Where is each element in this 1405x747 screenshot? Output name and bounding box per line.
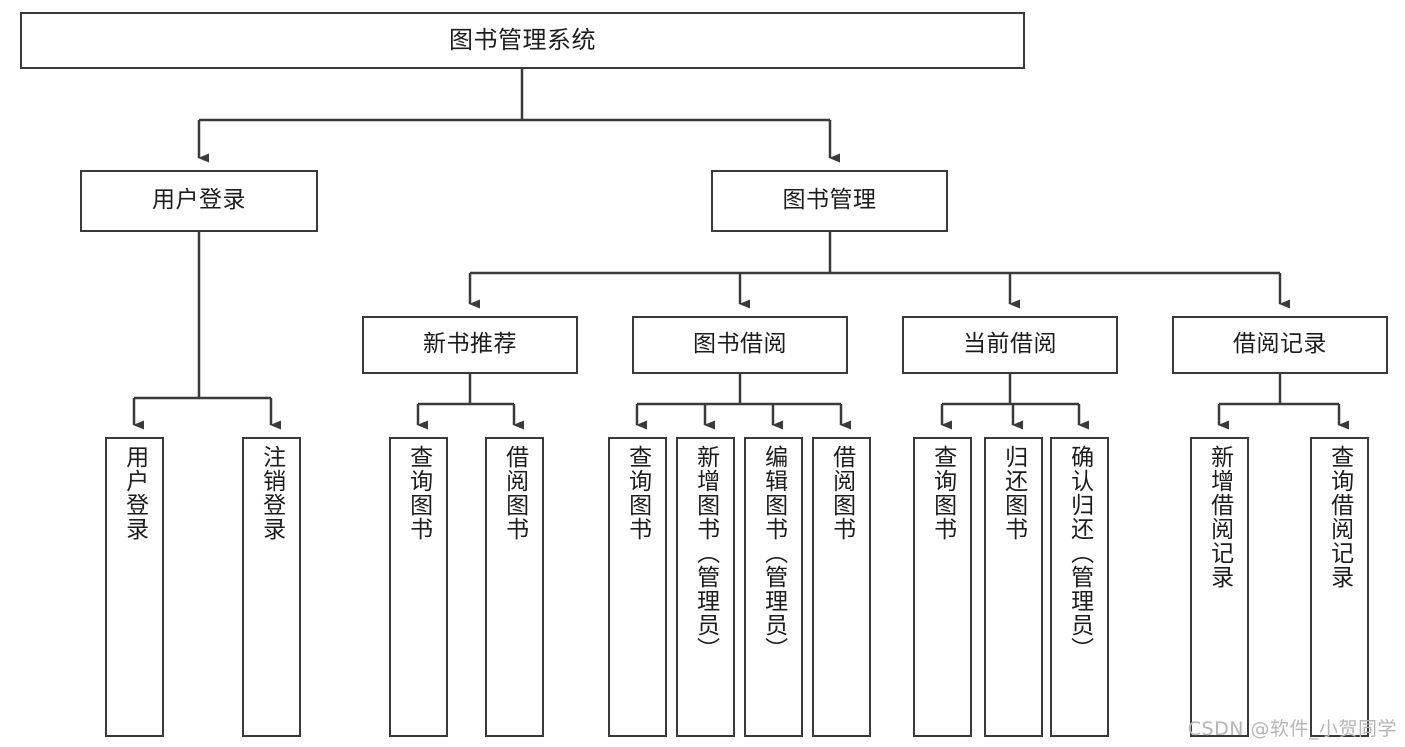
node-leaf-query-book-3[interactable]: 查询图书 (913, 437, 972, 737)
node-leaf-return-book-label: 归还图书 (1000, 445, 1027, 541)
node-new-book-recommend[interactable]: 新书推荐 (362, 316, 578, 374)
node-book-borrow-label: 图书借阅 (693, 331, 787, 358)
node-current-borrow-label: 当前借阅 (963, 331, 1057, 358)
node-leaf-confirm-return-label: 确认归还（管理员） (1066, 445, 1093, 661)
node-leaf-add-record-label: 新增借阅记录 (1206, 445, 1233, 589)
node-book-borrow[interactable]: 图书借阅 (632, 316, 848, 374)
node-new-book-recommend-label: 新书推荐 (423, 331, 517, 358)
node-leaf-user-logout-label: 注销登录 (258, 445, 285, 541)
node-root-label: 图书管理系统 (449, 26, 596, 55)
node-leaf-query-book-1[interactable]: 查询图书 (389, 437, 448, 737)
node-root[interactable]: 图书管理系统 (20, 12, 1025, 69)
node-leaf-query-book-3-label: 查询图书 (929, 445, 956, 541)
node-leaf-confirm-return[interactable]: 确认归还（管理员） (1050, 437, 1109, 737)
node-book-manage[interactable]: 图书管理 (711, 170, 948, 232)
node-leaf-add-book[interactable]: 新增图书（管理员） (676, 437, 735, 737)
node-leaf-borrow-book-2[interactable]: 借阅图书 (812, 437, 871, 737)
node-user-login[interactable]: 用户登录 (80, 170, 318, 232)
node-user-login-label: 用户登录 (152, 187, 246, 214)
node-leaf-user-login-label: 用户登录 (121, 445, 148, 541)
node-leaf-user-logout[interactable]: 注销登录 (242, 437, 301, 737)
node-current-borrow[interactable]: 当前借阅 (902, 316, 1118, 374)
node-book-manage-label: 图书管理 (782, 187, 877, 214)
node-leaf-borrow-book-1-label: 借阅图书 (501, 445, 528, 541)
node-leaf-user-login[interactable]: 用户登录 (105, 437, 164, 737)
node-leaf-borrow-book-1[interactable]: 借阅图书 (485, 437, 544, 737)
node-leaf-query-book-2[interactable]: 查询图书 (608, 437, 667, 737)
node-leaf-edit-book-label: 编辑图书（管理员） (760, 445, 787, 661)
node-leaf-borrow-book-2-label: 借阅图书 (828, 445, 855, 541)
watermark: CSDN @软件_小贺同学 (1187, 718, 1397, 740)
node-leaf-edit-book[interactable]: 编辑图书（管理员） (744, 437, 803, 737)
node-leaf-query-book-1-label: 查询图书 (405, 445, 432, 541)
node-leaf-add-book-label: 新增图书（管理员） (692, 445, 719, 661)
node-borrow-record-label: 借阅记录 (1233, 331, 1327, 358)
node-leaf-query-record[interactable]: 查询借阅记录 (1310, 437, 1369, 737)
node-leaf-return-book[interactable]: 归还图书 (984, 437, 1043, 737)
node-leaf-query-record-label: 查询借阅记录 (1326, 445, 1353, 589)
node-borrow-record[interactable]: 借阅记录 (1172, 316, 1388, 374)
node-leaf-query-book-2-label: 查询图书 (624, 445, 651, 541)
node-leaf-add-record[interactable]: 新增借阅记录 (1190, 437, 1249, 737)
